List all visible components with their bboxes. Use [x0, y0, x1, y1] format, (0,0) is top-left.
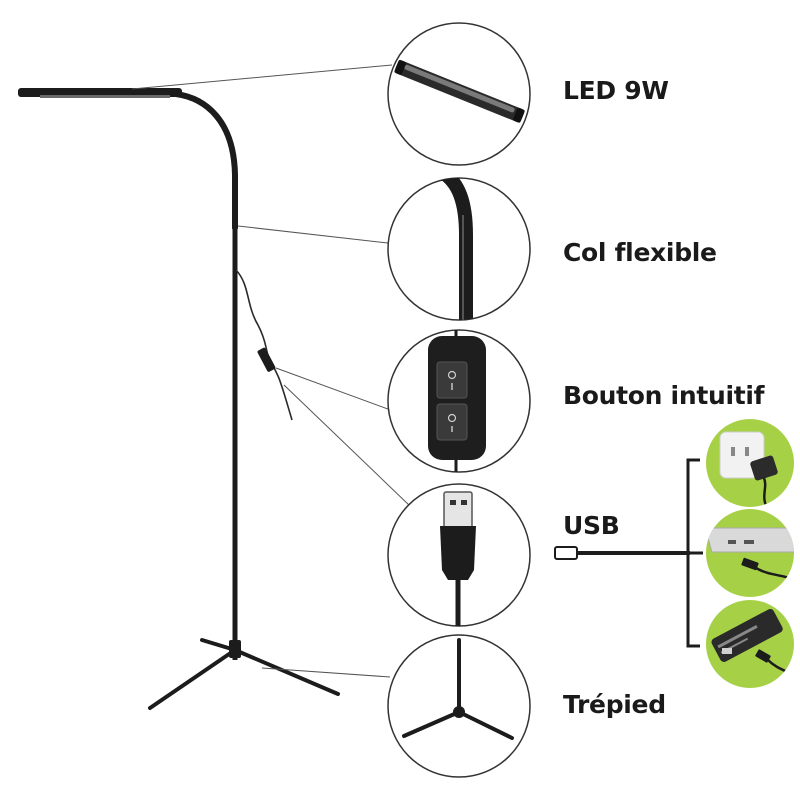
usb-connector-cable — [554, 458, 703, 648]
rocker-switch-icon — [428, 330, 486, 472]
detail-led-circle — [387, 22, 531, 166]
lamp-head — [18, 88, 182, 97]
leader-lines — [131, 64, 411, 678]
gooseneck-icon — [431, 178, 473, 320]
wall-socket-adapter-icon — [706, 419, 794, 507]
label-flexible-neck: Col flexible — [563, 238, 717, 267]
power-bank-icon — [706, 600, 794, 688]
lamp-gooseneck — [173, 91, 238, 231]
label-usb: USB — [563, 511, 620, 540]
laptop-port-icon — [706, 509, 794, 597]
detail-tripod-circle — [387, 634, 531, 778]
lamp-cable — [235, 269, 293, 421]
label-led: LED 9W — [563, 76, 669, 105]
tripod-icon — [402, 638, 514, 740]
label-switch: Bouton intuitif — [563, 381, 765, 410]
detail-usb-circle — [387, 483, 531, 627]
lamp-tripod — [148, 638, 340, 710]
inline-switch — [257, 347, 276, 372]
detail-neck-circle — [387, 177, 531, 321]
detail-switch-circle — [387, 329, 531, 473]
floor-lamp — [18, 88, 340, 710]
led-bar-icon — [394, 59, 525, 123]
label-tripod: Trépied — [563, 690, 666, 719]
usb-plug-icon — [440, 491, 476, 626]
